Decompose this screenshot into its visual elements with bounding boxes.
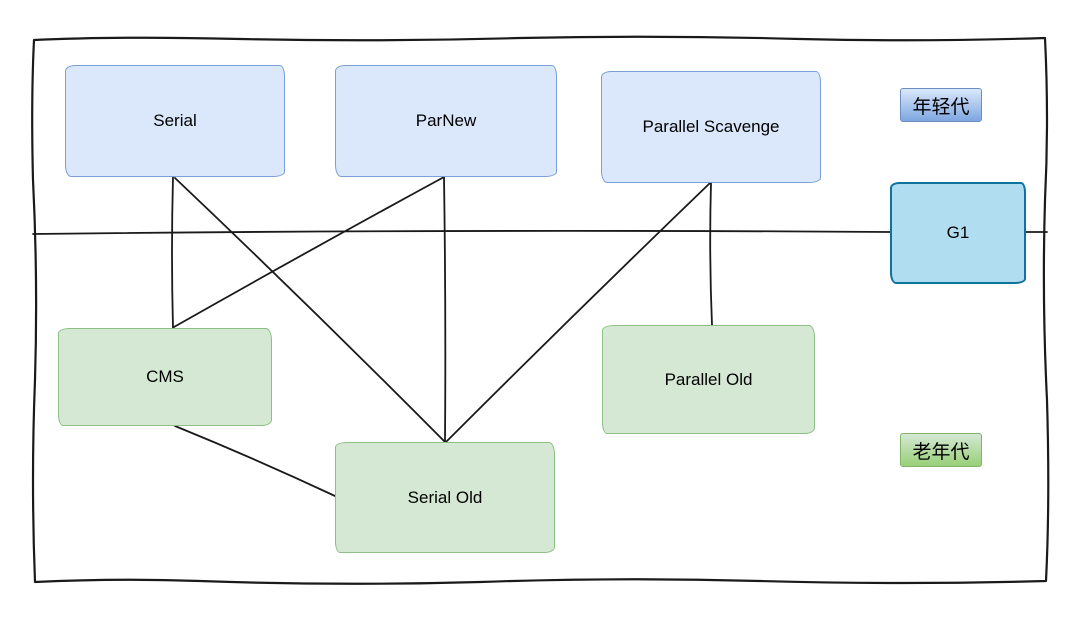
node-cms: CMS [58, 328, 272, 426]
edge-parnew-serialold [443, 176, 447, 443]
edge-cms-serialold [174, 425, 336, 497]
badge-old-generation: 老年代 [900, 433, 982, 467]
node-parallel-old-label: Parallel Old [664, 369, 753, 389]
node-serial-old: Serial Old [335, 442, 555, 553]
node-parnew: ParNew [335, 65, 557, 177]
badge-young-generation: 年轻代 [900, 88, 982, 122]
badge-young-generation-label: 年轻代 [912, 96, 970, 118]
node-parallel-old: Parallel Old [602, 325, 815, 434]
edge-parnew-cms [173, 176, 445, 328]
edge-serial-cms [171, 176, 174, 329]
edge-parallelscavenge-parallelold [709, 182, 713, 326]
node-serial: Serial [65, 65, 285, 177]
node-parnew-label: ParNew [415, 111, 477, 130]
edge-serial-serialold [174, 177, 446, 443]
edge-parallelscavenge-serialold [445, 182, 711, 443]
node-parallel-scavenge-label: Parallel Scavenge [642, 117, 780, 136]
node-g1: G1 [890, 182, 1026, 284]
node-g1-label: G1 [946, 223, 970, 242]
node-serial-old-label: Serial Old [407, 487, 483, 507]
node-cms-label: CMS [146, 367, 184, 386]
badge-old-generation-label: 老年代 [912, 441, 970, 463]
generation-divider-line [32, 229, 891, 235]
node-serial-label: Serial [153, 111, 197, 130]
node-parallel-scavenge: Parallel Scavenge [601, 71, 821, 183]
outer-border [31, 35, 1050, 585]
